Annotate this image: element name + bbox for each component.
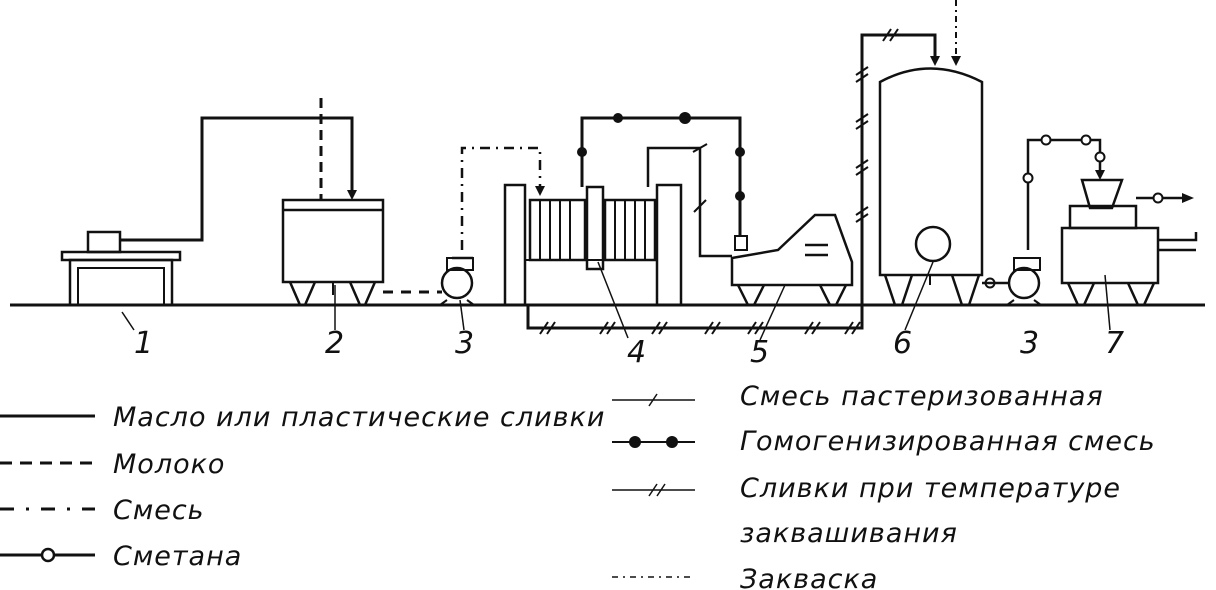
equipment-number-labels: 1 2 3 4 5 6 3 7 (134, 326, 1124, 370)
pipe-sour-cream (982, 134, 1194, 289)
pipe-homogenized-mix (577, 112, 745, 236)
equipment-number-3-right: 3 (1020, 326, 1039, 361)
legend-label-sour-cream: Сметана (113, 541, 242, 572)
legend-label-cream-temp: Сливки при температуре (740, 473, 1121, 504)
pipe-cream-fermentation-temp (526, 28, 940, 335)
equipment-5-homogenizer (730, 213, 854, 307)
equipment-3-pump-right (1006, 257, 1042, 306)
equipment-3-pump-left (439, 256, 475, 306)
equipment-number-1: 1 (134, 326, 153, 361)
equipment-6-fermentation-tank (878, 67, 984, 307)
legend-right: Смесь пастеризованная Гомогенизированная… (612, 381, 1156, 590)
equipment-number-6: 6 (893, 326, 912, 361)
legend-swatch-dots (612, 436, 695, 448)
equipment-7-packing-machine (1060, 178, 1198, 307)
pipe-starter-culture (951, 0, 961, 66)
legend-swatch-single-slash (612, 393, 695, 407)
legend-label-milk: Молоко (113, 449, 225, 480)
legend-swatch-double-slash (612, 483, 695, 497)
equipment-number-2: 2 (325, 326, 344, 361)
equipment-number-7: 7 (1105, 326, 1124, 361)
legend-left: Масло или пластические сливки Молоко Сме… (0, 402, 605, 572)
legend-label-pasteurized-mix: Смесь пастеризованная (740, 381, 1104, 412)
equipment-2-mixing-tank (281, 198, 385, 307)
equipment-1-butter-table (60, 230, 182, 307)
legend-label-butter: Масло или пластические сливки (113, 402, 605, 433)
pipe-butter (180, 116, 357, 242)
pipe-pasteurized-mix (646, 143, 732, 258)
equipment-number-4: 4 (627, 335, 646, 370)
legend-label-cream-temp-cont: заквашивания (740, 518, 958, 549)
legend-swatch-circles (0, 547, 95, 563)
pipe-mixture (460, 146, 545, 250)
legend-label-homogenized-mix: Гомогенизированная смесь (740, 426, 1156, 457)
legend-label-mixture: Смесь (113, 495, 205, 526)
equipment-number-5: 5 (750, 335, 769, 370)
legend-label-starter: Закваска (740, 564, 878, 590)
equipment-number-3-left: 3 (455, 326, 474, 361)
equipment-4-plate-pasteurizer (503, 183, 683, 307)
leader-lines (121, 261, 1111, 341)
